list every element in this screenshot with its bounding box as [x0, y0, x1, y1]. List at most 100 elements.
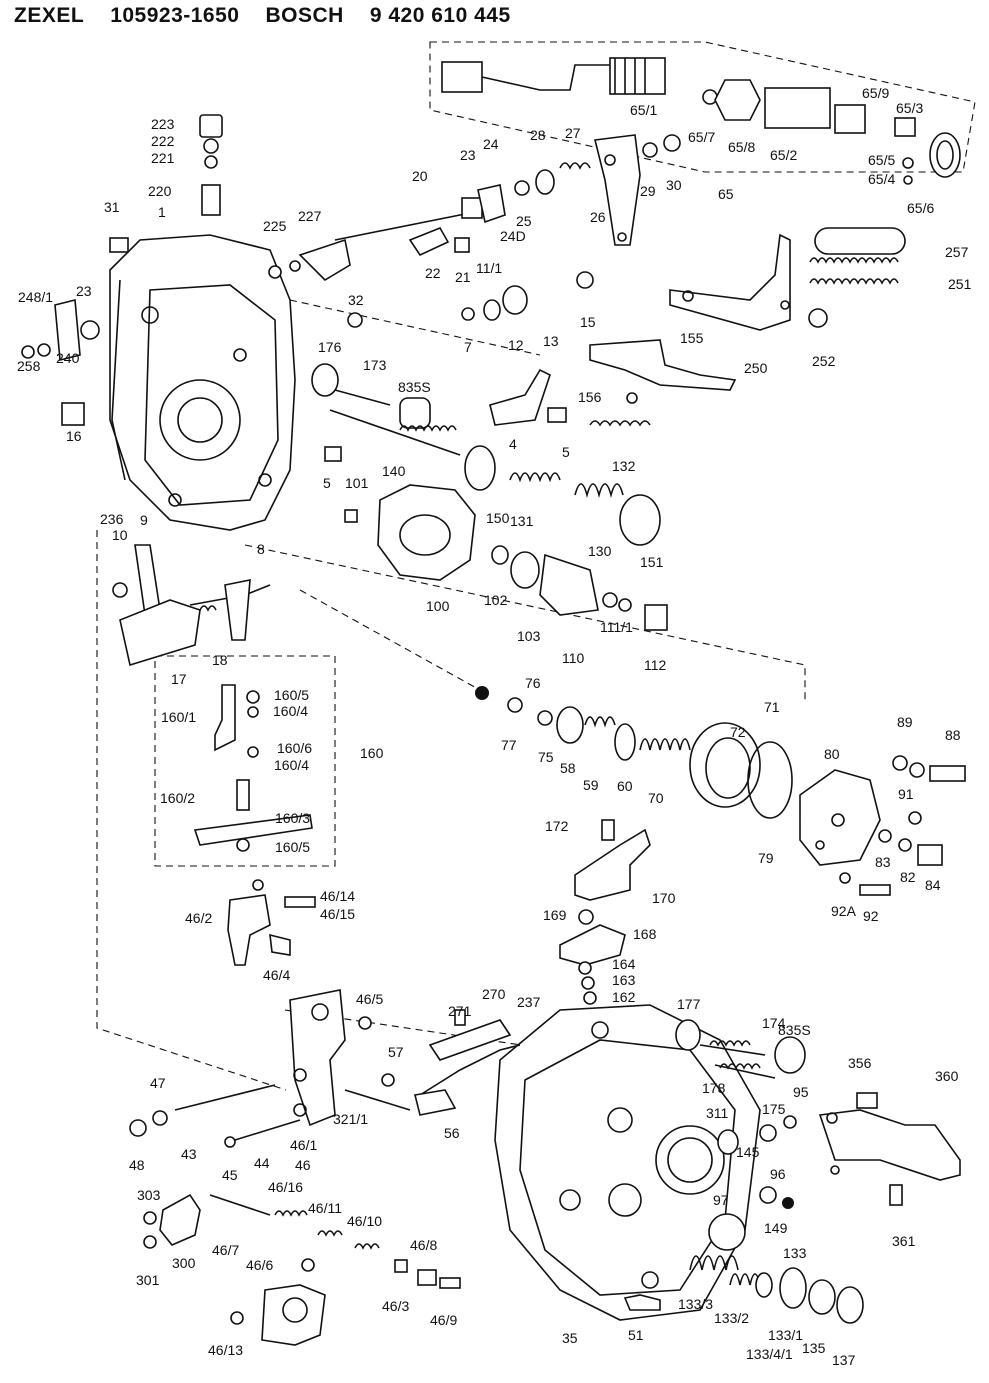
- part-label: 46/5: [356, 991, 383, 1007]
- part-label: 29: [640, 183, 656, 199]
- part-label: 46/2: [185, 910, 212, 926]
- screw-156: [626, 392, 638, 404]
- part-label: 131: [510, 513, 534, 529]
- part-label: 24D: [500, 228, 526, 244]
- part-label: 65: [718, 186, 734, 202]
- part-label: 160/4: [274, 757, 309, 773]
- part-label: 46/14: [320, 888, 355, 904]
- part-label: 10: [112, 527, 128, 543]
- part-label: 270: [482, 986, 506, 1002]
- part-label: 60: [617, 778, 633, 794]
- part-label: 248/1: [18, 289, 53, 305]
- part-label: 46/10: [347, 1213, 382, 1229]
- part-label: 137: [832, 1352, 856, 1368]
- part-label: 220: [148, 183, 172, 199]
- spring-diaphragm-row: [475, 686, 966, 896]
- part-label: 145: [736, 1144, 760, 1160]
- part-label: 65/3: [896, 100, 923, 116]
- part-label: 160/1: [161, 709, 196, 725]
- part-label: 46/7: [212, 1242, 239, 1258]
- spring-bracket-group: [669, 227, 906, 331]
- part-label: 169: [543, 907, 567, 923]
- part-label: 236: [100, 511, 124, 527]
- part-label: 160/2: [160, 790, 195, 806]
- header-bosch-number: 9 420 610 445: [369, 4, 511, 27]
- part-label: 31: [104, 199, 120, 215]
- part-label: 26: [590, 209, 606, 225]
- part-label: 44: [254, 1155, 270, 1171]
- part-label: 177: [677, 996, 701, 1012]
- part-label: 356: [848, 1055, 872, 1071]
- part-label: 176: [318, 339, 342, 355]
- part-label: 28: [530, 127, 546, 143]
- part-label: 46/3: [382, 1298, 409, 1314]
- part-label: 32: [348, 292, 364, 308]
- part-label: 7: [464, 339, 472, 355]
- part-label: 133/2: [714, 1310, 749, 1326]
- assembly-line-mid: [299, 589, 481, 691]
- part-label: 46/9: [430, 1312, 457, 1328]
- part-label: 172: [545, 818, 569, 834]
- part-label: 95: [793, 1084, 809, 1100]
- lever-46-1: [129, 989, 411, 1148]
- part-label: 70: [648, 790, 664, 806]
- part-label: 18: [212, 652, 228, 668]
- part-label: 252: [812, 353, 836, 369]
- part-label: 27: [565, 125, 581, 141]
- bottom-plug-row: [623, 1255, 864, 1324]
- part-label: 79: [758, 850, 774, 866]
- part-label: 11/1: [476, 260, 502, 276]
- part-label: 72: [730, 724, 746, 740]
- lever-group-17: [112, 544, 271, 667]
- part-label: 46/16: [268, 1179, 303, 1195]
- part-label: 149: [764, 1220, 788, 1236]
- part-label: 21: [455, 269, 471, 285]
- header-zexel-number: 105923-1650: [110, 4, 240, 27]
- part-label: 1: [158, 204, 166, 220]
- part-label: 84: [925, 877, 941, 893]
- part-label: 91: [898, 786, 914, 802]
- part-label: 163: [612, 972, 636, 988]
- part-label: 83: [875, 854, 891, 870]
- solenoid-assembly: [441, 57, 961, 185]
- part-label: 103: [517, 628, 541, 644]
- part-label: 96: [770, 1166, 786, 1182]
- part-label: 160/6: [277, 740, 312, 756]
- part-label: 76: [525, 675, 541, 691]
- part-label: 92: [863, 908, 879, 924]
- part-label: 45: [222, 1167, 238, 1183]
- part-label: 5: [323, 475, 331, 491]
- part-label: 25: [516, 213, 532, 229]
- part-label: 178: [702, 1080, 726, 1096]
- upper-housing: [109, 234, 296, 531]
- part-label: 59: [583, 777, 599, 793]
- part-label: 835S: [778, 1022, 811, 1038]
- part-label: 361: [892, 1233, 916, 1249]
- lower-housing: [494, 1004, 761, 1321]
- linkage-270-57-56: [381, 1009, 521, 1116]
- part-label: 15: [580, 314, 596, 330]
- part-label: 155: [680, 330, 704, 346]
- part-label: 311: [706, 1105, 729, 1121]
- part-label: 65/7: [688, 129, 715, 145]
- part-label: 133/1: [768, 1327, 803, 1343]
- part-label: 225: [263, 218, 287, 234]
- part-label: 47: [150, 1075, 166, 1091]
- part-label: 250: [744, 360, 768, 376]
- part-label: 360: [935, 1068, 959, 1084]
- part-label: 48: [129, 1157, 145, 1173]
- part-label: 221: [151, 150, 175, 166]
- part-label: 30: [666, 177, 682, 193]
- lever-155: [589, 339, 737, 391]
- part-label: 150: [486, 510, 510, 526]
- part-label: 24: [483, 136, 499, 152]
- part-label: 162: [612, 989, 636, 1005]
- assembly-line-left: [96, 530, 287, 1091]
- part-label: 65/4: [868, 171, 895, 187]
- part-label: 5: [562, 444, 570, 460]
- part-label: 303: [137, 1187, 161, 1203]
- part-label: 43: [181, 1146, 197, 1162]
- part-label: 160: [360, 745, 384, 761]
